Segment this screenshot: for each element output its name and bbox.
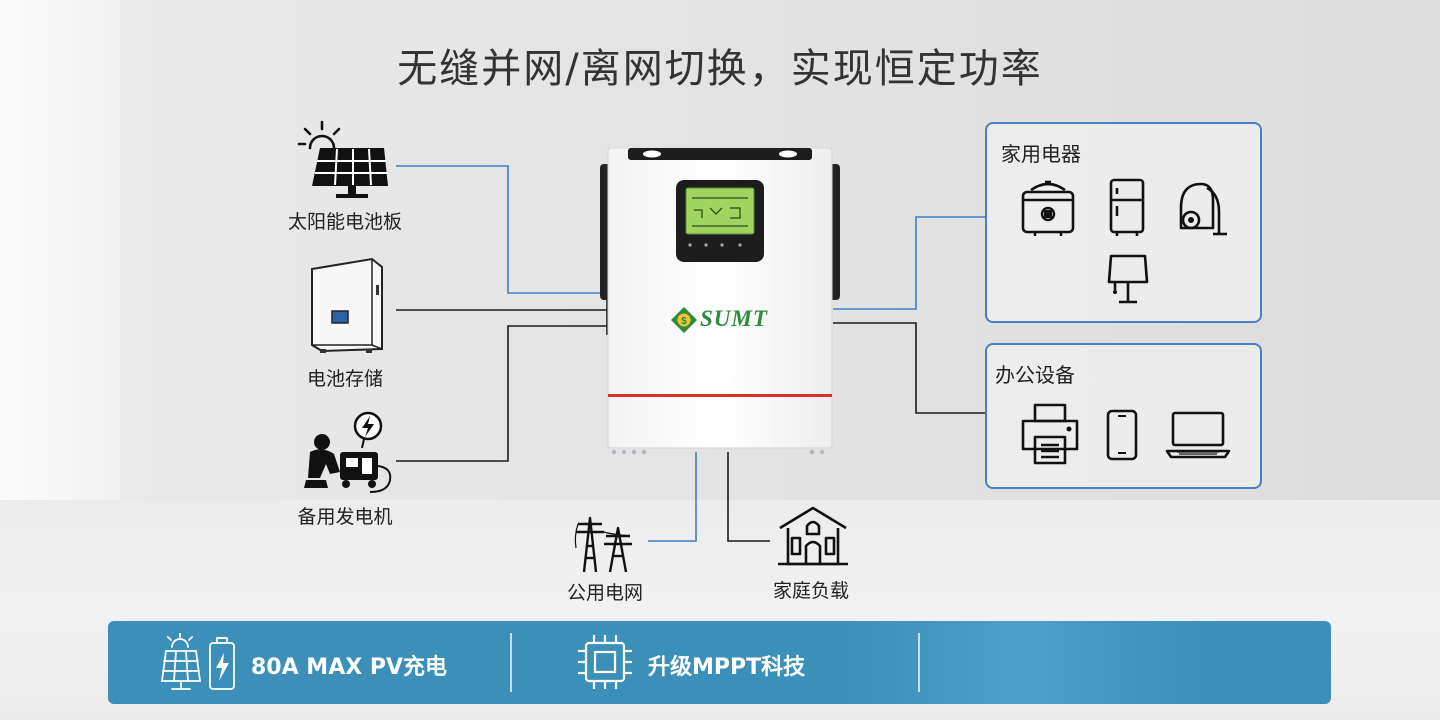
banner-separator — [918, 633, 920, 692]
wire-appliances — [833, 216, 985, 310]
chip-icon — [578, 635, 632, 689]
office-title: 办公设备 — [995, 363, 1075, 387]
solar-charge-icon — [160, 633, 235, 690]
page-title: 无缝并网/离网切换，实现恒定功率 — [397, 46, 1043, 92]
inverter-body-icon — [600, 147, 840, 455]
home-icon — [778, 506, 848, 566]
banner-separator — [510, 633, 512, 692]
generator-label: 备用发电机 — [297, 506, 393, 528]
battery-storage-icon — [311, 257, 383, 353]
solar-label: 太阳能电池板 — [287, 211, 402, 233]
wire-office — [833, 322, 985, 414]
laptop-icon — [1165, 411, 1231, 459]
printer-icon — [1021, 403, 1079, 465]
svg-text:$: $ — [681, 316, 687, 327]
background-left — [0, 0, 140, 520]
feature-banner: 80A MAX PV充电 升级MPPT科技 — [108, 621, 1331, 704]
refrigerator-icon — [1109, 178, 1145, 236]
feature-mppt: 升级MPPT科技 — [648, 655, 806, 680]
solar-panel-icon — [297, 120, 388, 198]
wire-grid — [648, 452, 697, 542]
wire-home — [727, 452, 770, 542]
battery-label: 电池存储 — [306, 368, 383, 390]
inverter-unit: $ SUMT — [600, 147, 840, 456]
appliances-box: 家用电器 — [985, 122, 1262, 323]
inverter-brand: SUMT — [700, 306, 768, 331]
home-load-label: 家庭负载 — [772, 580, 849, 602]
appliances-title: 家用电器 — [1001, 142, 1081, 166]
vacuum-cleaner-icon — [1179, 182, 1227, 236]
grid-label: 公用电网 — [566, 582, 643, 604]
wire-generator — [396, 325, 607, 462]
office-box: 办公设备 — [985, 343, 1262, 489]
rice-cooker-icon — [1021, 180, 1075, 236]
utility-grid-icon — [574, 516, 632, 573]
sumt-logo-icon: $ — [671, 307, 697, 333]
smartphone-icon — [1106, 409, 1138, 461]
feature-pv-charge: 80A MAX PV充电 — [251, 655, 447, 680]
wire-solar — [396, 165, 607, 294]
generator-icon — [304, 411, 392, 493]
lamp-icon — [1107, 254, 1149, 304]
